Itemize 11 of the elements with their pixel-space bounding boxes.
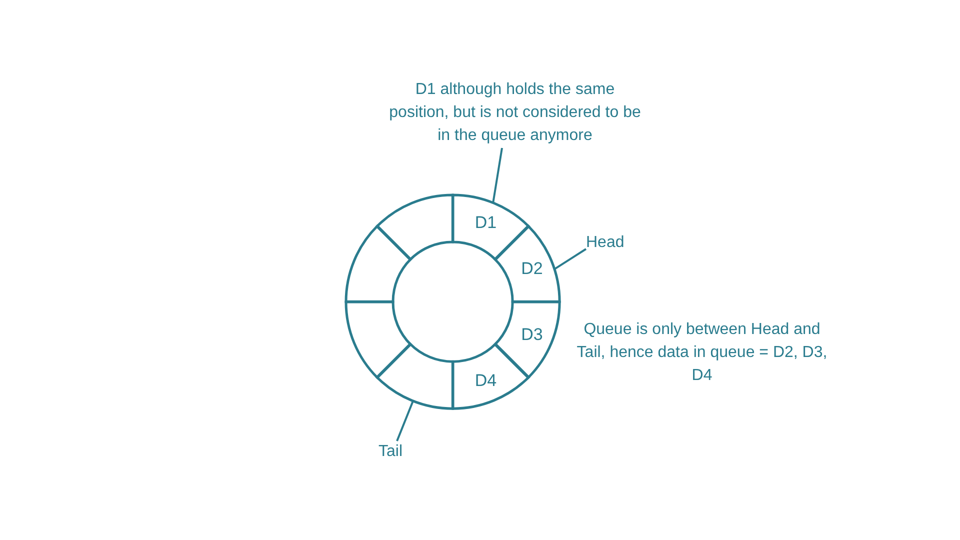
note-text: Queue is only between Head and Tail, hence data in queue = D2, D3, D4 — [576, 320, 828, 386]
annotation-text: D1 although holds the same position, but is not considered to be in the queue anymore — [385, 78, 645, 147]
head-pointer-label: Head — [586, 231, 636, 254]
leader-line — [492, 148, 503, 203]
segment-label: D4 — [474, 370, 497, 391]
leader-line — [396, 400, 414, 442]
tail-pointer-label: Tail — [368, 440, 413, 463]
segment-label: D2 — [521, 259, 543, 280]
segment-label: D1 — [474, 213, 497, 233]
segment-label: D3 — [521, 324, 543, 345]
leader-line — [554, 248, 587, 270]
